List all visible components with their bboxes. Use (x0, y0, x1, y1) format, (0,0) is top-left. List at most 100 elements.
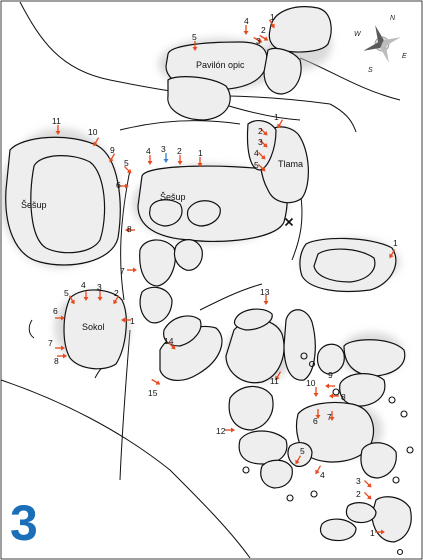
route-marker (121, 317, 131, 323)
route-marker (277, 119, 284, 129)
route-num: 1 (274, 112, 279, 122)
route-marker (253, 36, 263, 43)
route-marker (259, 34, 269, 41)
route-num: 3 (258, 137, 263, 147)
route-marker (325, 383, 335, 389)
route-num: 6 (116, 180, 121, 190)
rock-name-sokol: Sokol (82, 322, 105, 332)
route-num: 15 (148, 388, 158, 398)
route-num: 4 (320, 470, 325, 480)
route-marker (125, 227, 135, 233)
route-marker (57, 353, 67, 359)
route-marker (113, 295, 120, 305)
route-num: 1 (370, 528, 375, 538)
route-marker (55, 315, 65, 321)
route-num: 7 (327, 412, 332, 422)
route-num: 14 (164, 336, 174, 346)
route-num: 1 (393, 238, 398, 248)
compass-s: S (368, 67, 373, 74)
route-num: 10 (88, 127, 98, 137)
route-marker (315, 409, 321, 419)
route-num: 3 (256, 36, 261, 46)
route-markers (55, 19, 396, 535)
route-num: 7 (120, 266, 125, 276)
route-marker (168, 342, 176, 350)
route-num: 9 (328, 370, 333, 380)
rock-names: Pavilón opic Šešup Šešup Tlama Sokol (21, 60, 303, 332)
route-num: 4 (146, 146, 151, 156)
compass-rose-icon (363, 25, 401, 63)
route-marker (192, 41, 198, 51)
route-marker (147, 155, 153, 165)
route-marker (364, 480, 372, 488)
route-marker (119, 183, 129, 189)
route-num: 2 (114, 288, 119, 298)
route-marker (225, 427, 235, 433)
route-num: 12 (216, 426, 226, 436)
route-num: 1 (270, 12, 275, 22)
route-num: 8 (341, 392, 346, 402)
route-marker (243, 25, 249, 35)
route-num: 2 (177, 146, 182, 156)
compass-e: E (402, 53, 407, 60)
rock-sokol (63, 289, 127, 370)
route-num: 4 (254, 148, 259, 158)
route-marker (389, 249, 396, 259)
route-marker (260, 140, 268, 148)
route-num: 9 (110, 145, 115, 155)
route-num: 11 (270, 376, 279, 386)
route-numbers: 5 4 3 2 1 1 2 3 4 5 6 7 8 9 10 11 1 2 3 … (48, 12, 398, 538)
route-num: 6 (313, 416, 318, 426)
route-marker (364, 492, 372, 500)
route-num: 2 (258, 126, 263, 136)
route-marker (197, 157, 203, 167)
route-marker (97, 291, 103, 301)
route-num: 7 (48, 338, 53, 348)
route-num: 5 (64, 288, 69, 298)
route-marker (268, 19, 275, 29)
route-marker (315, 465, 322, 475)
compass-n: N (390, 15, 396, 22)
route-num: 2 (261, 25, 266, 35)
route-num: 11 (52, 116, 61, 126)
route-num: 3 (356, 476, 361, 486)
route-num: 8 (127, 224, 132, 234)
page-number: 3 (10, 495, 38, 551)
route-marker (375, 529, 385, 535)
route-marker (55, 345, 65, 351)
route-num: 1 (130, 316, 135, 326)
route-num: 5 (192, 32, 197, 42)
rock-pavilon-top (268, 6, 332, 53)
route-num: 4 (244, 16, 249, 26)
route-marker (109, 153, 116, 163)
rocks (5, 6, 412, 543)
route-marker (124, 166, 132, 174)
route-marker (329, 393, 339, 399)
route-marker (83, 291, 89, 301)
route-marker (177, 155, 183, 165)
route-marker (329, 411, 335, 421)
rock-name-sesup-center: Šešup (160, 192, 186, 202)
route-marker (275, 371, 282, 381)
route-num: 3 (161, 144, 166, 154)
route-num: 10 (306, 378, 316, 388)
compass-w: W (354, 31, 362, 38)
route-num: 2 (356, 489, 361, 499)
route-marker (127, 267, 137, 273)
route-num: 8 (54, 356, 59, 366)
route-marker (55, 125, 61, 135)
route-marker (295, 455, 302, 465)
compass-labels: N E S W (354, 15, 407, 74)
route-num: 1 (198, 148, 203, 158)
route-num: 13 (260, 287, 270, 297)
rock-name-sesup-left: Šešup (21, 200, 47, 210)
route-marker (163, 153, 169, 163)
route-marker (93, 137, 100, 147)
route-marker (68, 295, 75, 305)
route-marker (313, 387, 319, 397)
rock-name-tlama: Tlama (278, 159, 303, 169)
rock-name-pavilon: Pavilón opic (196, 60, 245, 70)
route-marker (151, 378, 161, 385)
